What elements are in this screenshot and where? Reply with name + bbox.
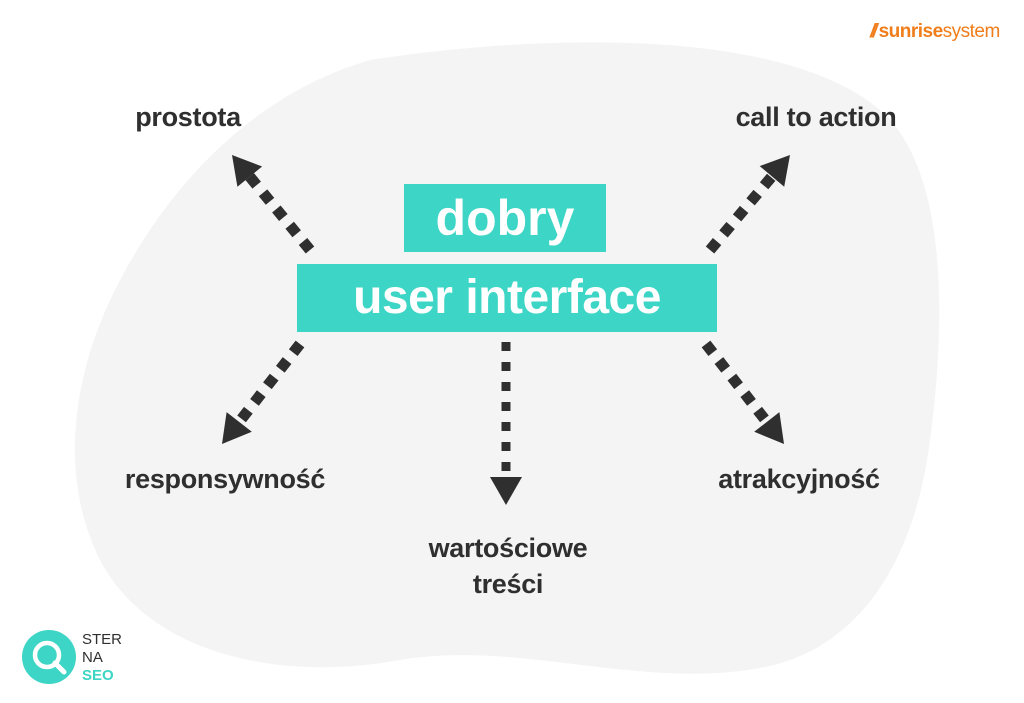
node-label-call-to-action: call to action bbox=[735, 102, 897, 132]
connector-dashed-line bbox=[233, 340, 305, 427]
connector-dashed-line bbox=[701, 340, 773, 427]
logo-circle bbox=[22, 630, 76, 684]
logo-text-line-1: STER bbox=[82, 631, 123, 648]
node-label-responsywnosc: responsywność bbox=[124, 464, 326, 494]
node-label-wartosciowe-tresci: wartościowe treści bbox=[398, 530, 618, 602]
sunrise-system-logo: //sunrisesystem bbox=[870, 20, 1010, 44]
magnifier-icon bbox=[32, 640, 67, 675]
arrowhead-icon bbox=[490, 477, 522, 505]
node-label-atrakcyjnosc: atrakcyjność bbox=[718, 464, 880, 494]
arrowhead-icon bbox=[754, 412, 784, 444]
node-label-prostota: prostota bbox=[135, 102, 241, 132]
arrowhead-icon bbox=[232, 155, 263, 187]
logo-text-line-3: SEO bbox=[82, 667, 114, 684]
brand-slash-icon: // bbox=[870, 21, 877, 42]
title-line-2: user interface bbox=[297, 264, 717, 332]
brand-name-part1: sunrise bbox=[878, 21, 944, 42]
connector-dashed-line bbox=[705, 171, 778, 254]
title-line-1: dobry bbox=[404, 184, 606, 252]
connector-call-to-action bbox=[705, 155, 790, 254]
connector-atrakcyjnosc bbox=[701, 340, 784, 444]
arrowhead-icon bbox=[222, 412, 252, 444]
connector-wartosciowe-tresci bbox=[490, 342, 522, 505]
node-label-line-2: treści bbox=[472, 569, 544, 599]
connector-dashed-line bbox=[244, 171, 315, 254]
ster-na-seo-logo: STER NA SEO bbox=[20, 628, 140, 690]
brand-name-part2: system bbox=[942, 21, 1001, 42]
logo-text-line-2: NA bbox=[82, 649, 103, 666]
connector-responsywnosc bbox=[222, 340, 305, 444]
arrowhead-icon bbox=[759, 155, 790, 187]
logo-text: STER NA SEO bbox=[82, 631, 122, 685]
node-label-line-1: wartościowe bbox=[428, 533, 588, 563]
connector-prostota bbox=[232, 155, 315, 254]
